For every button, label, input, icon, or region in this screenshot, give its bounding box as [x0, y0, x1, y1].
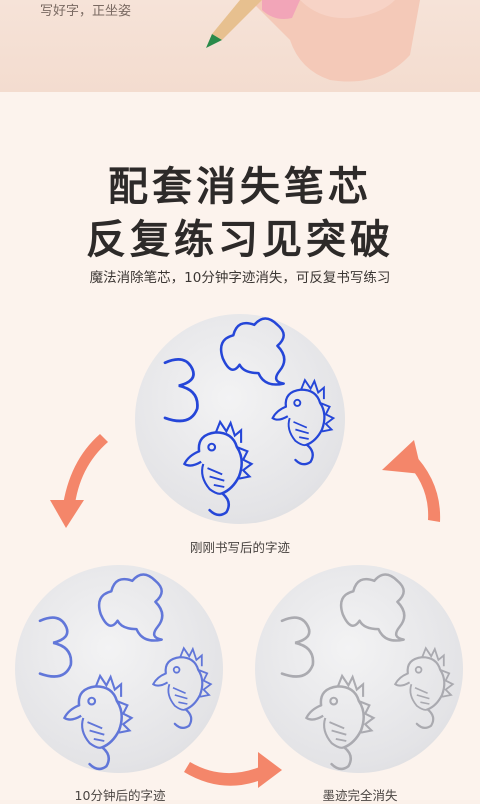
cycle-arrow-icon	[50, 434, 441, 788]
page-title-line2: 反复练习见突破	[86, 217, 394, 263]
faded-ink-drawing	[38, 573, 212, 771]
top-caption: 写好字，正坐姿	[40, 4, 132, 19]
page-title-line1: 配套消失笔芯	[108, 164, 372, 210]
stage-caption-fresh: 刚刚书写后的字迹	[189, 540, 290, 555]
page-subtitle: 魔法消除笔芯，10分钟字迹消失，可反复书写练习	[89, 270, 391, 286]
hand-pencil-photo: 写好字，正坐姿	[0, 0, 480, 92]
stage-caption-vanished: 墨迹完全消失	[322, 788, 398, 803]
stage-caption-10min: 10分钟后的字迹	[74, 788, 166, 803]
vanished-ink-drawing	[280, 573, 454, 771]
pencil-icon	[206, 0, 420, 82]
stage-circle-vanished	[255, 565, 463, 773]
stage-circle-10min	[15, 565, 223, 773]
fresh-ink-drawing	[163, 317, 335, 517]
